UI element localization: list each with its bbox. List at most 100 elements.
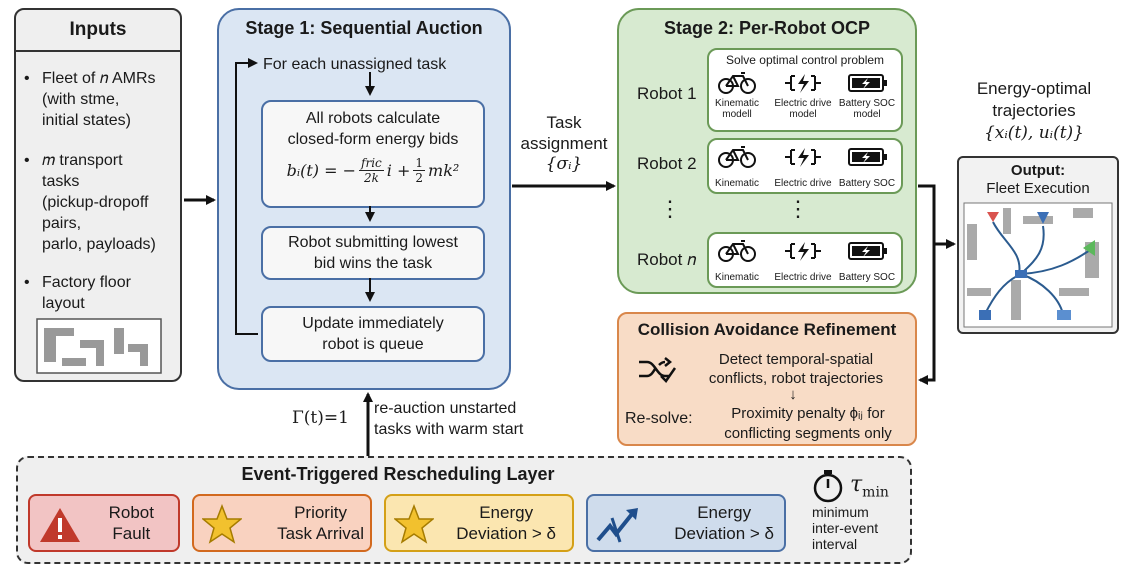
win-line1: Robot submitting lowest (288, 234, 458, 251)
stage2-panel: Stage 2: Per-Robot OCP Robot 1 Solve opt… (617, 8, 917, 294)
tau-caption: minimum inter-event interval (812, 504, 879, 552)
collision-panel: Collision Avoidance Refinement Detect te… (617, 312, 917, 446)
trajectories-label: Energy-optimal trajectories {xᵢ(t), uᵢ(t… (944, 78, 1124, 144)
win-box: Robot submitting lowest bid wins the tas… (261, 226, 485, 280)
robot-label-1: Robot 1 (637, 84, 697, 103)
stage2-title: Stage 2: Per-Robot OCP (663, 18, 871, 38)
detect-text: Detect temporal-spatial conflicts, robot… (683, 350, 909, 388)
bullet: • (24, 152, 30, 169)
update-line1: Update immediately (302, 315, 444, 332)
output-title: Output: (1010, 162, 1066, 179)
solve-label: Solve optimal control problem (725, 53, 885, 67)
bicycle-icon (717, 146, 757, 168)
update-line2: robot is queue (322, 336, 424, 353)
assignment-line2: assignment (520, 134, 608, 153)
down-arrow: ↓ (789, 386, 797, 403)
feedback-line1: re-auction unstarted (374, 400, 517, 417)
electric-drive-icon (783, 72, 823, 94)
electric-drive-icon (783, 146, 823, 168)
formula-half: 1 2 (413, 156, 426, 185)
floor-layout-icon (36, 318, 162, 374)
fleet-map-icon (963, 202, 1113, 328)
output-panel: Output: Fleet Execution (957, 156, 1119, 334)
ocp-box-n: Kinematic Electric drive Battery SOC (707, 232, 903, 288)
trajectories-symbol: {xᵢ(t), uᵢ(t)} (983, 123, 1084, 143)
trigger-energy-deviation-2: Energy Deviation > δ (586, 494, 786, 552)
bicycle-icon (717, 240, 757, 262)
input-text-layout: Factory floor layout (42, 274, 131, 312)
event-layer-panel: Event-Triggered Rescheduling Layer Robot… (16, 456, 912, 564)
bid-line2: closed-form energy bids (287, 131, 459, 148)
trigger-label-priority: Priority Task Arrival (277, 503, 364, 543)
trajectories-line1: Energy-optimal (976, 79, 1092, 98)
star-icon (394, 504, 434, 544)
stopwatch-icon (812, 468, 846, 504)
detect-line2: conflicts, robot trajectories (708, 370, 884, 387)
formula-mid: i + (386, 161, 411, 180)
input-text-tasks: 𝑚 transport tasks (pickup-dropoff pairs,… (42, 152, 156, 253)
resolve-line2: conflicting segments only (724, 425, 892, 442)
tau-symbol: τmin (850, 472, 889, 500)
electric-drive-icon (783, 240, 823, 262)
collision-title: Collision Avoidance Refinement (637, 320, 897, 339)
resolve-text: Proximity penalty ϕᵢⱼ for conflicting se… (703, 404, 913, 444)
formula-frac-den: 2k (363, 171, 379, 185)
warning-icon (40, 508, 80, 542)
caption-kinematic-n: Kinematic (715, 272, 759, 283)
caption-kinematic-1: Kinematic modell (715, 98, 759, 120)
caption-battery-2: Battery SOC (838, 178, 896, 189)
trigger-priority-task: Priority Task Arrival (192, 494, 372, 552)
win-line2: bid wins the task (313, 255, 433, 272)
caption-drive-n: Electric drive (774, 272, 832, 283)
trigger-label-energy-1: Energy Deviation > δ (456, 503, 556, 543)
formula-half-num: 1 (413, 156, 426, 171)
trajectories-line2: trajectories (992, 101, 1076, 120)
gamma-label: Γ(t)=1 (292, 408, 349, 428)
assignment-symbol: {σᵢ} (545, 154, 583, 174)
resolve-label: Re-solve: (625, 410, 693, 427)
loop-label: For each unassigned task (263, 56, 447, 73)
bid-box: All robots calculate closed-form energy … (261, 100, 485, 208)
caption-battery-n: Battery SOC (838, 272, 896, 283)
ocp-box-2: Kinematic Electric drive Battery SOC (707, 138, 903, 194)
formula-lhs: bᵢ(t) = − (286, 161, 357, 180)
caption-kinematic-2: Kinematic (715, 178, 759, 189)
update-box: Update immediately robot is queue (261, 306, 485, 362)
stage1-title: Stage 1: Sequential Auction (245, 18, 483, 38)
formula-fraction: fric 2k (359, 156, 384, 185)
ellipsis-right: ⋮ (787, 196, 809, 221)
stage1-panel: Stage 1: Sequential Auction For each una… (217, 8, 511, 390)
caption-drive-2: Electric drive (774, 178, 832, 189)
tau-main: τ (850, 472, 863, 497)
battery-icon (847, 240, 889, 262)
trigger-energy-deviation-1: Energy Deviation > δ (384, 494, 574, 552)
robot-label-2: Robot 2 (637, 154, 697, 173)
formula-frac-num: fric (359, 156, 384, 171)
inputs-title: Inputs (16, 10, 180, 52)
ellipsis-left: ⋮ (659, 196, 681, 221)
formula-half-den: 2 (415, 171, 424, 185)
event-title: Event-Triggered Rescheduling Layer (241, 464, 555, 484)
caption-battery-1: Battery SOC model (838, 98, 896, 120)
trigger-label-fault: Robot Fault (108, 503, 154, 543)
bullet: • (24, 274, 30, 291)
shuffle-check-icon (637, 354, 677, 384)
battery-icon (847, 146, 889, 168)
caption-drive-1: Electric drive model (774, 98, 832, 120)
ocp-box-1: Solve optimal control problem Kinematic … (707, 48, 903, 132)
formula-tail: mk² (428, 161, 460, 180)
assignment-line1: Task (546, 113, 582, 132)
input-text-fleet: Fleet of 𝑛 AMRs (with stme, initial stat… (42, 70, 156, 129)
feedback-text: re-auction unstarted tasks with warm sta… (374, 398, 523, 440)
bicycle-icon (717, 72, 757, 94)
detect-line1: Detect temporal-spatial (718, 351, 874, 368)
bullet: • (24, 70, 30, 87)
star-icon (202, 504, 242, 544)
battery-icon (847, 72, 889, 94)
feedback-line2: tasks with warm start (374, 421, 524, 438)
tau-sub: min (862, 484, 889, 501)
trigger-label-energy-2: Energy Deviation > δ (674, 503, 774, 543)
bid-formula: bᵢ(t) = − fric 2k i + 1 2 mk² (263, 156, 483, 185)
bid-line1: All robots calculate (305, 110, 441, 127)
robot-label-n: Robot 𝑛 (637, 250, 697, 269)
